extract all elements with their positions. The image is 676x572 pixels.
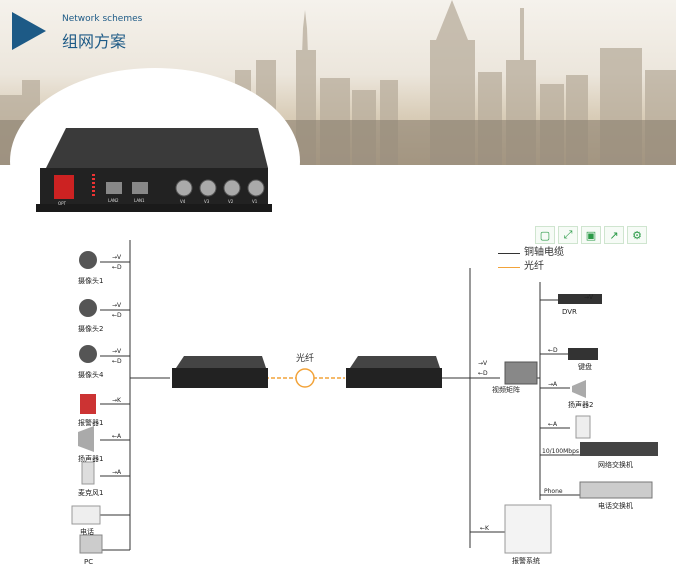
device-label: 网络交换机 <box>598 461 633 469</box>
dvr-icon <box>558 294 602 304</box>
signal-label: ←A <box>548 421 558 428</box>
legend-coax: 铜轴电缆 <box>524 247 564 258</box>
signal-label: ←A <box>112 433 122 440</box>
device-label: 报警器1 <box>78 419 104 427</box>
legend-fiber: 光纤 <box>524 261 544 272</box>
signal-label: ←D <box>112 312 122 319</box>
device-label: 电话交换机 <box>598 502 633 510</box>
play-triangle-icon <box>12 12 46 50</box>
alarm-icon <box>80 394 96 414</box>
port-label: V4 <box>180 199 186 204</box>
signal-label: →V <box>112 302 122 309</box>
signal-label: ←D <box>112 358 122 365</box>
port-label: LAN2 <box>108 198 119 203</box>
signal-label: →V <box>112 254 122 261</box>
pc-icon <box>79 534 103 554</box>
network-switch-icon <box>580 442 658 456</box>
transmitter-device <box>172 356 268 388</box>
banner-title: 组网方案 <box>62 32 127 51</box>
expand-icon[interactable]: ⤢ <box>558 226 578 244</box>
save-icon[interactable]: ▣ <box>581 226 601 244</box>
signal-label: →V <box>584 294 594 301</box>
signal-label: →A <box>548 381 558 388</box>
legend: 铜轴电缆 光纤 <box>498 246 564 274</box>
camera-icon <box>79 299 97 317</box>
signal-label: →V <box>112 348 122 355</box>
device-label: 键盘 <box>578 363 592 371</box>
port-label: OPT <box>58 201 67 206</box>
speaker-icon <box>78 426 94 452</box>
matrix-icon <box>504 361 538 385</box>
signal-label: →K <box>112 397 121 404</box>
signal-label: ←K <box>480 525 489 532</box>
device-label: 麦克风1 <box>78 489 104 497</box>
diagram-toolbar: ▢ ⤢ ▣ ↗ ⚙ <box>535 226 647 244</box>
share-icon[interactable]: ↗ <box>604 226 624 244</box>
device-label: 扬声器1 <box>78 455 104 463</box>
coax-line-swatch <box>498 252 520 254</box>
device-label: 电话 <box>80 528 94 536</box>
device-label: 扬声器2 <box>568 401 594 409</box>
device-label: 视频矩阵 <box>492 386 520 394</box>
camera-icon <box>79 345 97 363</box>
port-label: V2 <box>228 199 234 204</box>
signal-label: ←D <box>112 264 122 271</box>
device-label: 摄像头1 <box>78 277 104 285</box>
phone-switch-icon <box>579 481 653 499</box>
device-label: 摄像头4 <box>78 371 104 379</box>
alarm-system-icon <box>504 504 552 554</box>
opt-port-icon <box>54 175 74 199</box>
device-label: PC <box>84 558 94 566</box>
port-label: V3 <box>204 199 210 204</box>
banner-subtitle: Network schemes <box>62 14 143 24</box>
fiber-label: 光纤 <box>296 352 314 364</box>
phone-icon <box>71 505 101 525</box>
signal-label: 10/100Mbps <box>542 448 580 455</box>
keyboard-icon <box>568 348 598 360</box>
window-icon[interactable]: ▢ <box>535 226 555 244</box>
signal-label: ←D <box>548 347 558 354</box>
signal-label: ←D <box>478 370 488 377</box>
camera-icon <box>79 251 97 269</box>
fiber-coil-icon <box>295 368 315 388</box>
fiber-line-swatch <box>498 266 520 268</box>
microphone-icon <box>81 461 95 485</box>
speaker-icon <box>572 380 586 398</box>
signal-label: Phone <box>544 488 563 495</box>
port-label: V1 <box>252 199 258 204</box>
device-label: 摄像头2 <box>78 325 104 333</box>
signal-label: →A <box>112 469 122 476</box>
receiver-device <box>346 356 442 388</box>
device-label: 报警系统 <box>512 557 540 565</box>
signal-label: →V <box>478 360 488 367</box>
settings-icon[interactable]: ⚙ <box>627 226 647 244</box>
fiber-transceiver-device: OPT LAN2 LAN1 V4 V3 V2 V1 <box>36 128 272 212</box>
port-label: LAN1 <box>134 198 145 203</box>
device-label: DVR <box>562 308 577 316</box>
microphone-icon <box>575 415 591 439</box>
